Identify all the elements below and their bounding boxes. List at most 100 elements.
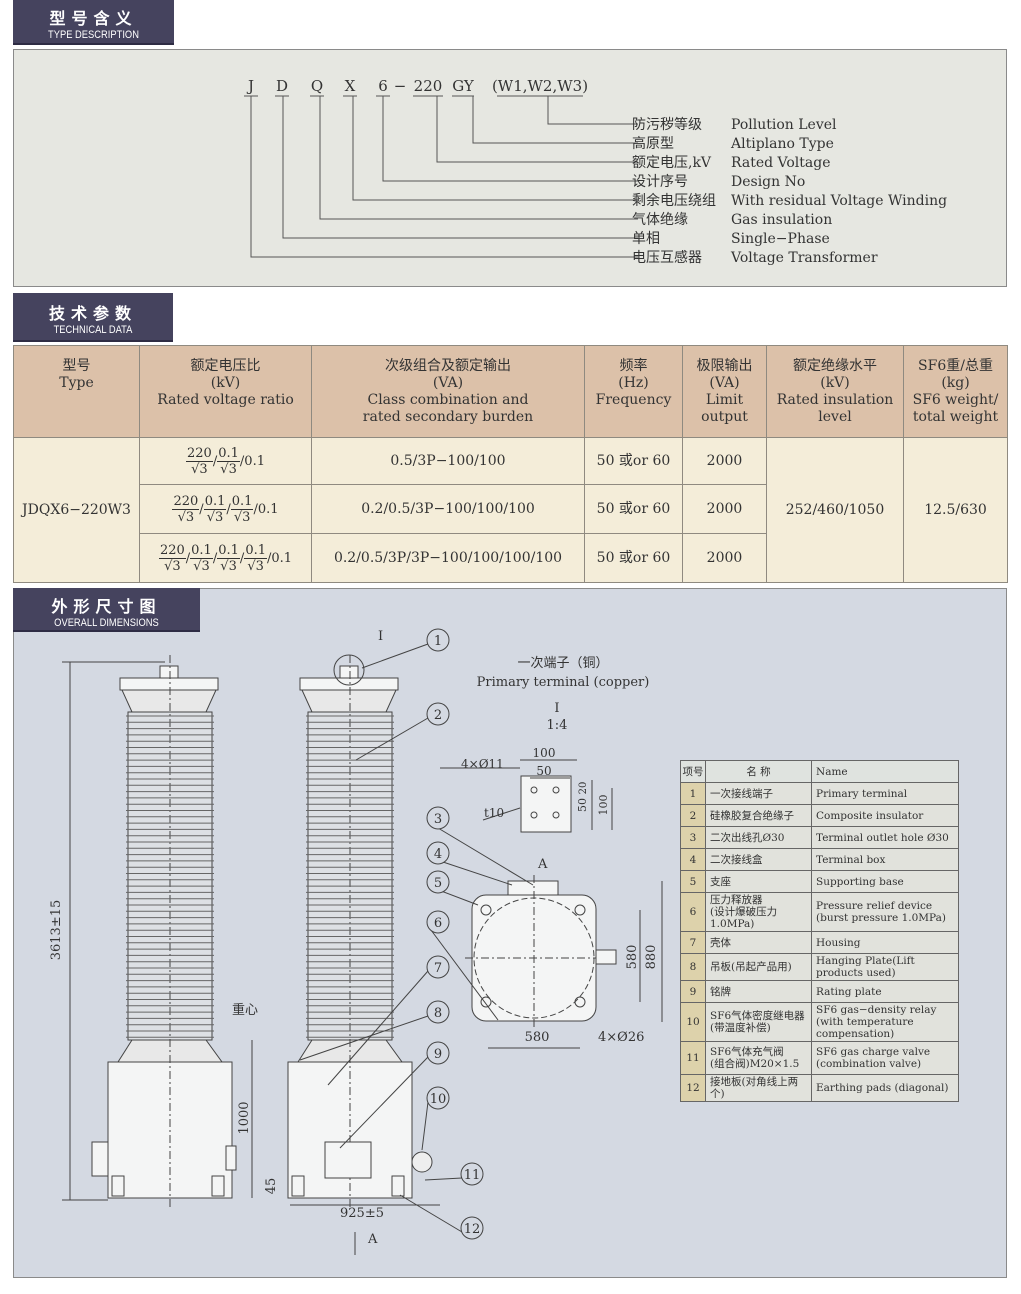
frequency-cell: 50 或or 60 (584, 437, 683, 485)
callout-number: 12 (464, 1222, 481, 1237)
part-no: 4 (680, 848, 706, 871)
side-view-foot (111, 1175, 125, 1197)
table-row: JDQX6−220W3 220√3/0.1√3/0.1 0.5/3P−100/1… (13, 437, 1008, 583)
part-name-cn: 铭牌 (705, 980, 812, 1003)
parts-row: 3 二次出线孔Ø30 Terminal outlet hole Ø30 (680, 826, 959, 849)
part-name-en: Terminal outlet hole Ø30 (811, 826, 959, 849)
ratio-cell: 220√3/0.1√3/0.1 (139, 437, 312, 485)
callout-6 (426, 910, 450, 934)
dim-1000: 1000 (237, 1101, 252, 1134)
mount-hole (480, 904, 492, 916)
part-name-cn: 硅橡胶复合绝缘子 (705, 804, 812, 827)
limit-cell: 2000 (682, 437, 767, 485)
dim-100-top: 100 (533, 746, 556, 760)
detail-i-circle (333, 654, 365, 686)
section-tab-type-description: 型号含义 TYPE DESCRIPTION (13, 0, 174, 45)
fraction: 0.1√3 (230, 493, 254, 525)
dim-580-bottom: 580 (525, 1030, 550, 1045)
insulation-cell: 252/460/1050 (766, 437, 904, 583)
parts-row: 11 SF6气体充气阀(组合阀)M20×1.5 SF6 gas charge v… (680, 1041, 959, 1075)
part-name-en: Supporting base (811, 870, 959, 893)
callout-10 (426, 1086, 450, 1110)
side-view-foot (211, 1175, 225, 1197)
callout-number: 1 (434, 634, 442, 649)
callout-11 (460, 1162, 484, 1186)
type-code-part: (W1,W2,W3) (492, 77, 588, 95)
meaning-cn: 单相 (632, 231, 660, 247)
meaning-en: Gas insulation (731, 212, 832, 228)
terminal-box-top (507, 880, 559, 896)
callout-12 (460, 1216, 484, 1240)
detail-i-title: I (554, 701, 559, 716)
callout-number: 7 (434, 961, 442, 976)
callout-4 (426, 841, 450, 865)
header-weight: SF6重/总重(kg)SF6 weight/total weight (903, 345, 1008, 438)
type-code-part: 220 (414, 77, 443, 95)
part-name-cn: 二次出线孔Ø30 (705, 826, 812, 849)
type-code-part: D (276, 77, 288, 95)
meaning-cn: 额定电压,kV (632, 155, 712, 171)
hole (530, 811, 538, 819)
part-name-en: Composite insulator (811, 804, 959, 827)
part-no: 3 (680, 826, 706, 849)
fraction: 220√3 (172, 493, 200, 525)
mount-hole (480, 996, 492, 1008)
meaning-en: Single−Phase (731, 231, 830, 247)
header-ratio: 额定电压比(kV)Rated voltage ratio (139, 345, 312, 438)
parts-header-en: Name (811, 760, 959, 783)
parts-row: 5 支座 Supporting base (680, 870, 959, 893)
fraction: 0.1√3 (244, 542, 267, 574)
part-no: 5 (680, 870, 706, 893)
terminal-title-en: Primary terminal (copper) (477, 675, 650, 690)
callout-5 (426, 870, 450, 894)
type-cell: JDQX6−220W3 (13, 437, 140, 583)
terminal-plate (520, 775, 572, 833)
part-name-cn: 一次接线端子 (705, 782, 812, 805)
part-name-en: Hanging Plate(Lift products used) (811, 953, 959, 981)
terminal-title-cn: 一次端子（铜） (517, 655, 608, 671)
dim-45: 45 (264, 1178, 279, 1195)
frequency-cell: 50 或or 60 (584, 533, 683, 583)
part-no: 9 (680, 980, 706, 1003)
valve-side (225, 1145, 237, 1171)
mount-hole (574, 904, 586, 916)
side-view-primary-terminal (159, 665, 179, 679)
burden-cell: 0.5/3P−100/100 (311, 437, 585, 485)
part-name-cn: 吊板(吊起产品用) (705, 953, 812, 981)
hole (552, 811, 560, 819)
callout-number: 3 (434, 812, 442, 827)
part-name-en: SF6 gas−density relay(with temperature c… (811, 1002, 959, 1042)
detail-scale: 1:4 (547, 718, 568, 733)
parts-header-no: 项号 (680, 760, 706, 783)
front-view-foot (391, 1175, 405, 1197)
meaning-en: Rated Voltage (731, 155, 830, 171)
callout-number: 2 (434, 708, 442, 723)
ratio-cell: 220√3/0.1√3/0.1√3/0.1 (139, 484, 312, 534)
limit-cell: 2000 (682, 484, 767, 534)
dim-20: 20 (578, 782, 589, 795)
callout-number: 5 (434, 876, 442, 891)
front-view-top-cap (299, 677, 399, 691)
parts-row: 2 硅橡胶复合绝缘子 Composite insulator (680, 804, 959, 827)
parts-row: 8 吊板(吊起产品用) Hanging Plate(Lift products … (680, 953, 959, 981)
hole (530, 786, 538, 794)
meaning-en: Voltage Transformer (730, 250, 878, 266)
type-code-part: − (394, 77, 407, 95)
meaning-cn: 设计序号 (632, 174, 688, 190)
part-name-cn: 壳体 (705, 931, 812, 954)
meaning-en: Altiplano Type (730, 136, 834, 152)
callout-number: 8 (434, 1006, 442, 1021)
fraction: 0.1√3 (190, 542, 213, 574)
parts-row: 12 接地板(对角线上两个) Earthing pads (diagonal) (680, 1074, 959, 1102)
callout-number: 11 (464, 1168, 481, 1183)
burden-cell: 0.2/0.5/3P−100/100/100 (311, 484, 585, 534)
meaning-en: Design No (731, 174, 805, 190)
fraction: 220√3 (186, 445, 213, 477)
part-name-cn: SF6气体密度继电器(带温度补偿) (705, 1002, 812, 1042)
terminal-box-side (91, 1141, 109, 1177)
fraction: 0.1√3 (217, 445, 240, 477)
